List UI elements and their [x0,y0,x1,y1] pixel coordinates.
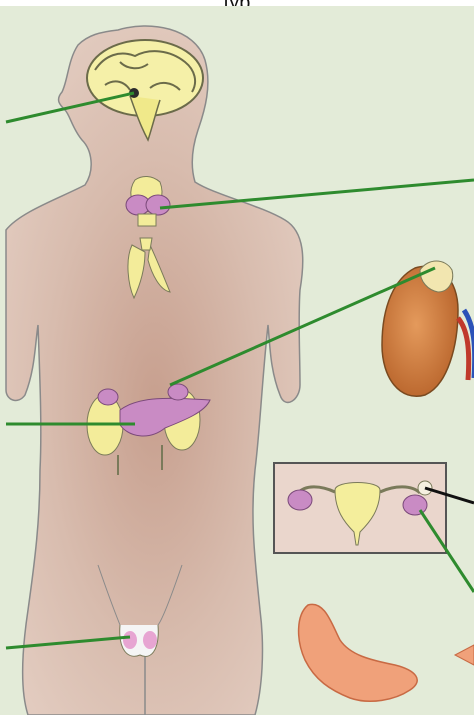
uterus-inset-icon [274,463,446,553]
